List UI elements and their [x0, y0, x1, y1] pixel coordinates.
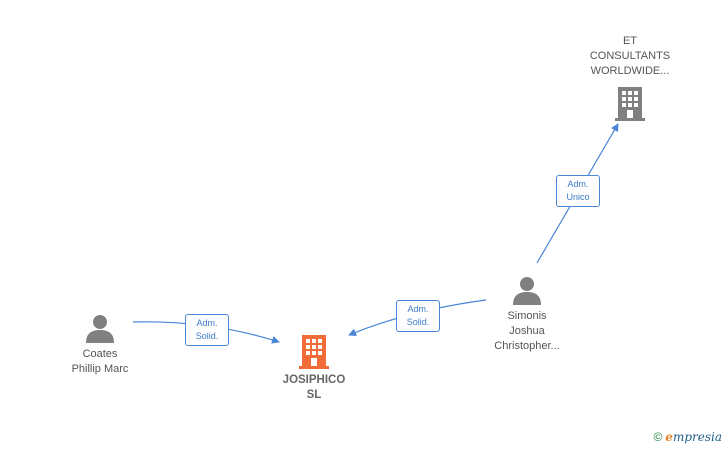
empresia-watermark: © empresia: [653, 430, 722, 444]
brand-logo: empresia: [665, 430, 722, 444]
edge-badge-coates-josiphico[interactable]: Adm. Solid.: [185, 314, 229, 346]
node-label: Coates Phillip Marc: [71, 348, 129, 375]
edge-badge-simonis-et[interactable]: Adm. Unico: [556, 175, 600, 207]
node-et-consultants[interactable]: ET CONSULTANTS WORLDWIDE...: [575, 34, 685, 121]
node-label: Simonis Joshua Christopher...: [494, 310, 560, 352]
building-icon: [615, 87, 645, 121]
copyright-symbol: ©: [653, 430, 663, 444]
node-coates-phillip-marc[interactable]: Coates Phillip Marc: [50, 313, 150, 377]
node-label: ET CONSULTANTS WORLDWIDE...: [589, 35, 671, 77]
node-label: JOSIPHICO SL: [282, 374, 346, 401]
edge-badge-simonis-josiphico[interactable]: Adm. Solid.: [396, 300, 440, 332]
person-icon: [86, 315, 114, 343]
node-simonis-joshua-christopher[interactable]: Simonis Joshua Christopher...: [475, 275, 579, 354]
person-icon: [513, 277, 541, 305]
building-icon: [299, 335, 329, 369]
node-josiphico-sl[interactable]: JOSIPHICO SL: [264, 333, 364, 403]
